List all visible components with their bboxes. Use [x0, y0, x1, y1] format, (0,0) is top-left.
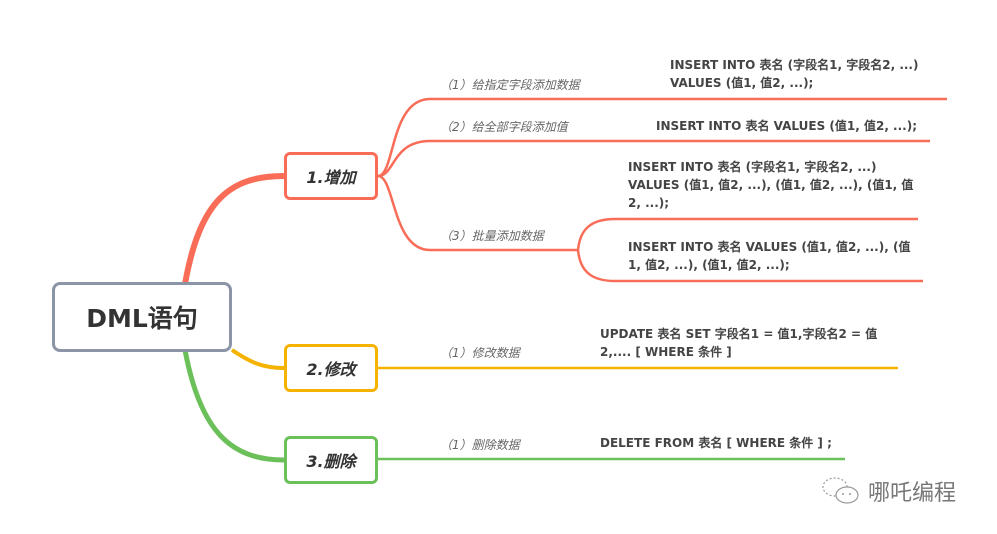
insert-label: 1.增加: [306, 168, 356, 187]
root-label: DML语句: [86, 304, 198, 333]
watermark-text: 哪吒编程: [868, 481, 957, 506]
topic-insert-all[interactable]: （2）给全部字段添加值: [440, 120, 568, 134]
insert-node[interactable]: 1.增加: [284, 152, 378, 200]
connector-root-update: [230, 348, 285, 370]
connector-insert-1: [377, 97, 947, 178]
code-insert-batch-2: INSERT INTO 表名 VALUES (值1, 值2, ...), (值1…: [628, 240, 911, 272]
code-update: UPDATE 表名 SET 字段名1 = 值1,字段名2 = 值2,.... […: [600, 327, 878, 359]
topic-insert-batch[interactable]: （3）批量添加数据: [440, 229, 544, 243]
update-label: 2.修改: [306, 360, 356, 379]
connector-insert-3: [377, 174, 578, 252]
root-node[interactable]: DML语句: [52, 282, 232, 352]
code-insert-all: INSERT INTO 表名 VALUES (值1, 值2, ...);: [656, 119, 918, 133]
wechat-icon: [822, 477, 859, 504]
connector-root-insert: [182, 173, 285, 285]
code-line: INSERT INTO 表名 (字段名1, 字段名2, ...): [670, 58, 919, 72]
code-insert-specified: INSERT INTO 表名 (字段名1, 字段名2, ...) VALUES …: [670, 56, 918, 92]
delete-node[interactable]: 3.删除: [284, 436, 378, 484]
code-delete: DELETE FROM 表名 [ WHERE 条件 ] ;: [600, 436, 832, 450]
connector-root-delete: [182, 349, 285, 463]
update-node[interactable]: 2.修改: [284, 344, 378, 392]
code-insert-batch-1: INSERT INTO 表名 (字段名1, 字段名2, ...) VALUES …: [628, 160, 914, 210]
topic-delete[interactable]: （1）删除数据: [440, 438, 520, 452]
topic-insert-specified[interactable]: （1）给指定字段添加数据: [440, 78, 580, 92]
connector-insert-3a: [576, 217, 918, 251]
code-line: VALUES (值1, 值2, ...);: [670, 76, 814, 90]
connector-insert-3b: [576, 249, 923, 283]
delete-label: 3.删除: [306, 452, 356, 471]
connector-insert-2: [377, 139, 930, 178]
watermark: 哪吒编程: [820, 474, 956, 508]
topic-update[interactable]: （1）修改数据: [440, 346, 520, 360]
